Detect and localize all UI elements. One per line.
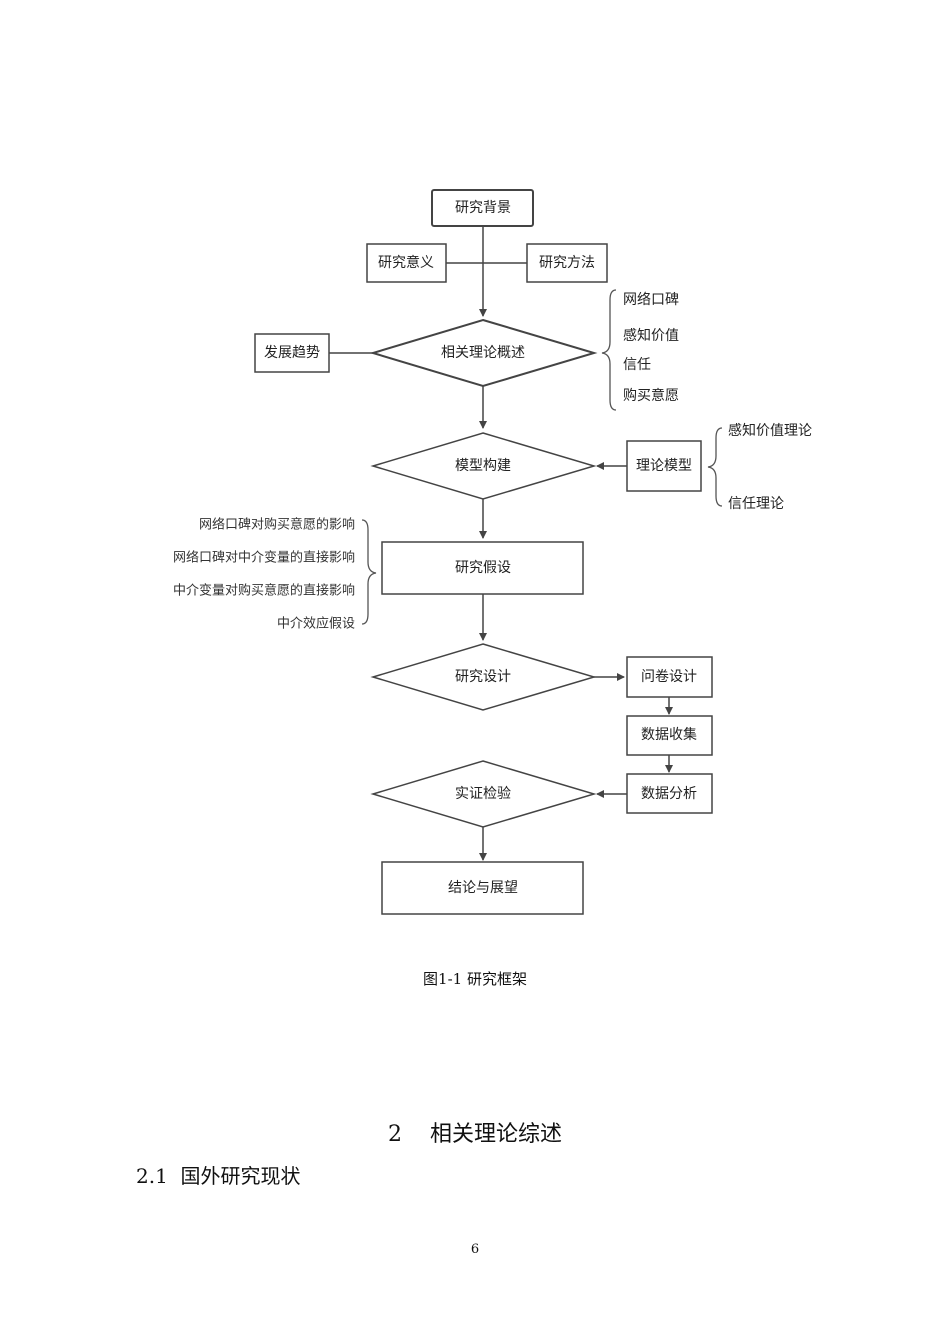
hypothesis-item: 网络口碑对购买意愿的影响 <box>199 517 355 533</box>
label-questionnaire-design: 问卷设计 <box>641 669 697 685</box>
node-data-analysis <box>626 773 713 814</box>
theory-item: 购买意愿 <box>623 387 679 404</box>
node-research-method <box>526 243 608 283</box>
label-theory-model: 理论模型 <box>636 458 692 474</box>
node-model-construction <box>370 432 597 500</box>
label-data-collection: 数据收集 <box>641 726 697 743</box>
theory-item: 感知价值 <box>623 327 679 344</box>
label-model-construction: 模型构建 <box>455 458 511 474</box>
node-theory-model <box>626 440 702 492</box>
node-development-trend <box>254 333 330 373</box>
hypothesis-item: 中介变量对购买意愿的直接影响 <box>173 583 355 599</box>
figure-caption: 图1-1 研究框架 <box>423 970 527 988</box>
node-empirical-test <box>370 760 597 828</box>
node-research-hypothesis <box>381 541 584 595</box>
research-framework-flowchart: 研究背景 研究意义 研究方法 发展趋势 相关理论概述 模型构建 理论模型 研究假… <box>173 189 812 915</box>
node-research-design <box>370 643 597 711</box>
section-heading: 2.1 国外研究现状 <box>136 1164 301 1188</box>
label-data-analysis: 数据分析 <box>641 786 697 802</box>
label-research-design: 研究设计 <box>455 669 511 685</box>
node-data-collection <box>626 715 713 756</box>
theory-item: 网络口碑 <box>623 292 679 308</box>
page-number: 6 <box>470 1242 480 1257</box>
hypothesis-item: 网络口碑对中介变量的直接影响 <box>173 550 355 566</box>
theory-item: 信任 <box>623 357 651 373</box>
model-item: 感知价值理论 <box>728 422 812 439</box>
label-conclusion: 结论与展望 <box>448 880 518 896</box>
label-theory-overview: 相关理论概述 <box>441 345 525 361</box>
label-empirical-test: 实证检验 <box>455 786 511 802</box>
model-item: 信任理论 <box>728 496 784 512</box>
label-development-trend: 发展趋势 <box>264 345 320 361</box>
node-research-significance <box>366 243 447 283</box>
node-questionnaire-design <box>626 656 713 698</box>
node-research-background <box>431 189 534 227</box>
node-theory-overview <box>369 318 598 388</box>
node-conclusion <box>381 861 584 915</box>
label-research-method: 研究方法 <box>539 255 595 271</box>
label-research-background: 研究背景 <box>455 200 511 216</box>
chapter-heading: 2 相关理论综述 <box>388 1122 562 1147</box>
label-research-significance: 研究意义 <box>378 254 434 271</box>
hypothesis-item: 中介效应假设 <box>277 616 355 632</box>
label-research-hypothesis: 研究假设 <box>455 560 511 576</box>
